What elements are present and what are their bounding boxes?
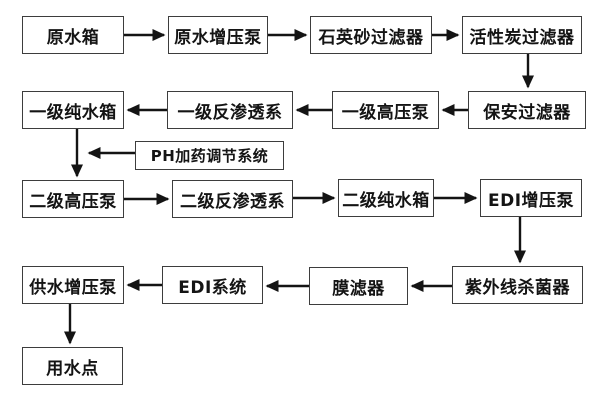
node-label: 紫外线杀菌器	[465, 277, 570, 298]
node-label: 原水箱	[46, 27, 100, 48]
node-raw-water-tank: 原水箱	[22, 16, 124, 54]
node-edi-system: EDI系统	[162, 266, 263, 304]
node-water-use-point: 用水点	[22, 347, 123, 385]
node-label: 保安过滤器	[483, 102, 571, 123]
node-label: EDI系统	[178, 277, 247, 298]
node-label: 二级纯水箱	[342, 190, 430, 211]
node-label: 一级反渗透系	[177, 102, 283, 123]
node-label: 二级高压泵	[29, 191, 117, 212]
node-label: 石英砂过滤器	[318, 27, 424, 48]
node-label: EDI增压泵	[487, 190, 575, 211]
node-edi-booster-pump: EDI增压泵	[480, 179, 582, 217]
node-uv-sterilizer: 紫外线杀菌器	[452, 266, 583, 304]
node-label: 活性炭过滤器	[469, 27, 575, 48]
node-label: PH加药调节系统	[150, 147, 269, 165]
node-membrane-filter: 膜滤器	[309, 267, 408, 305]
node-security-filter: 保安过滤器	[468, 91, 586, 129]
node-label: 膜滤器	[332, 278, 385, 299]
node-label: 一级纯水箱	[29, 102, 117, 123]
node-label: 用水点	[46, 358, 99, 379]
node-ph-dosing-system: PH加药调节系统	[135, 141, 284, 170]
node-label: 二级反渗透系	[180, 191, 285, 212]
node-activated-carbon-filter: 活性炭过滤器	[462, 16, 582, 54]
node-stage2-high-pressure-pump: 二级高压泵	[22, 180, 124, 218]
node-water-supply-booster-pump: 供水增压泵	[22, 266, 124, 304]
node-label: 原水增压泵	[174, 27, 262, 48]
edge-lines	[64, 29, 534, 345]
node-quartz-sand-filter: 石英砂过滤器	[310, 16, 432, 54]
node-stage2-reverse-osmosis: 二级反渗透系	[172, 180, 293, 218]
node-stage1-pure-water-tank: 一级纯水箱	[22, 91, 124, 129]
node-stage1-reverse-osmosis: 一级反渗透系	[167, 91, 293, 129]
node-stage1-high-pressure-pump: 一级高压泵	[332, 91, 439, 129]
node-label: 一级高压泵	[341, 102, 430, 123]
node-label: 供水增压泵	[29, 277, 117, 298]
node-stage2-pure-water-tank: 二级纯水箱	[338, 179, 434, 217]
node-raw-water-booster-pump: 原水增压泵	[168, 16, 268, 54]
